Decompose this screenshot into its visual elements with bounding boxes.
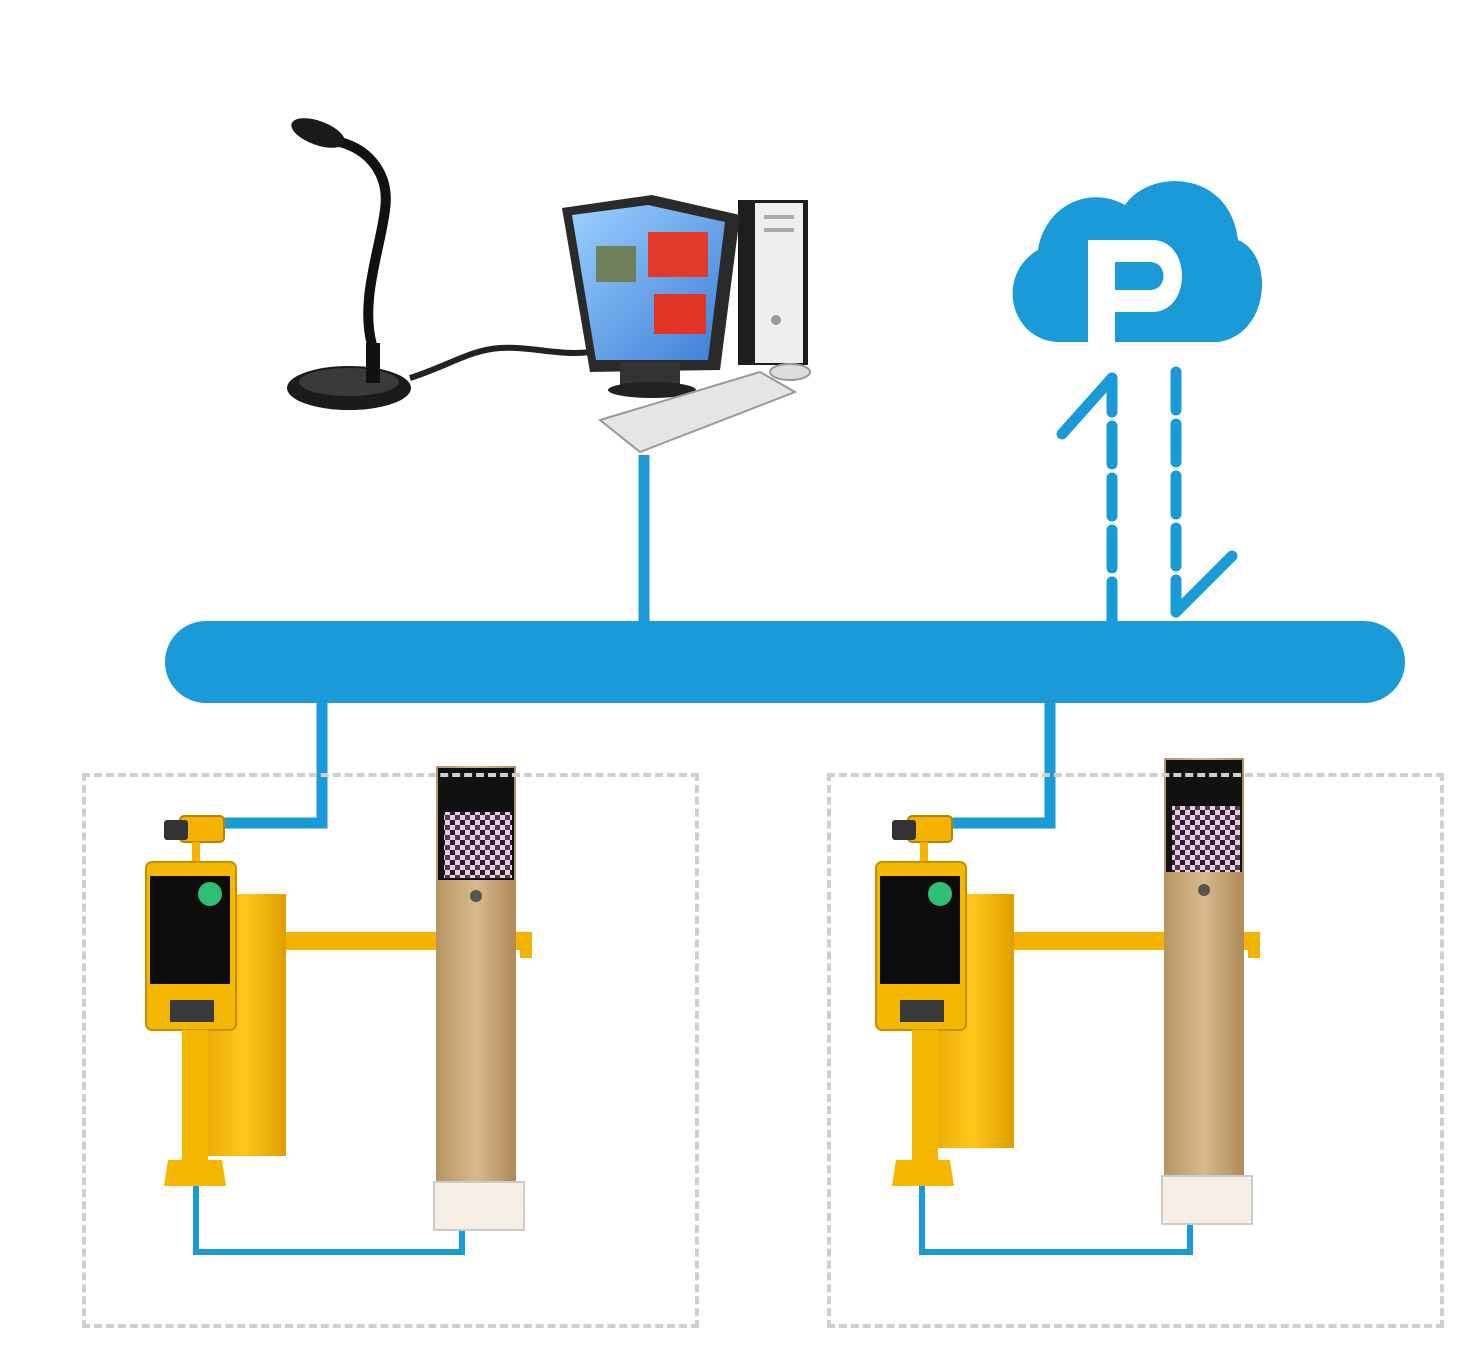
lane-wiring	[193, 1180, 1193, 1255]
cloud-parking-icon	[1012, 181, 1263, 342]
network-bus	[165, 621, 1405, 703]
internet-uplink-arrow	[1056, 372, 1118, 626]
network-bus-label	[165, 621, 1345, 703]
entrance-equipment	[145, 766, 532, 1231]
payment-kiosk-icon	[433, 766, 525, 1231]
desktop-computer-icon	[562, 195, 811, 454]
ticket-display-icon	[145, 861, 237, 1186]
internet-downlink-arrow	[1170, 366, 1238, 618]
camera-icon	[164, 815, 225, 862]
ticket-display-icon	[875, 861, 967, 1186]
payment-kiosk-icon	[1161, 758, 1253, 1225]
exit-lane	[827, 773, 1444, 1328]
camera-icon	[892, 815, 953, 862]
network-links	[220, 455, 1056, 829]
exit-equipment	[875, 758, 1260, 1225]
entrance-lane	[82, 773, 699, 1328]
microphone-icon	[287, 118, 591, 410]
